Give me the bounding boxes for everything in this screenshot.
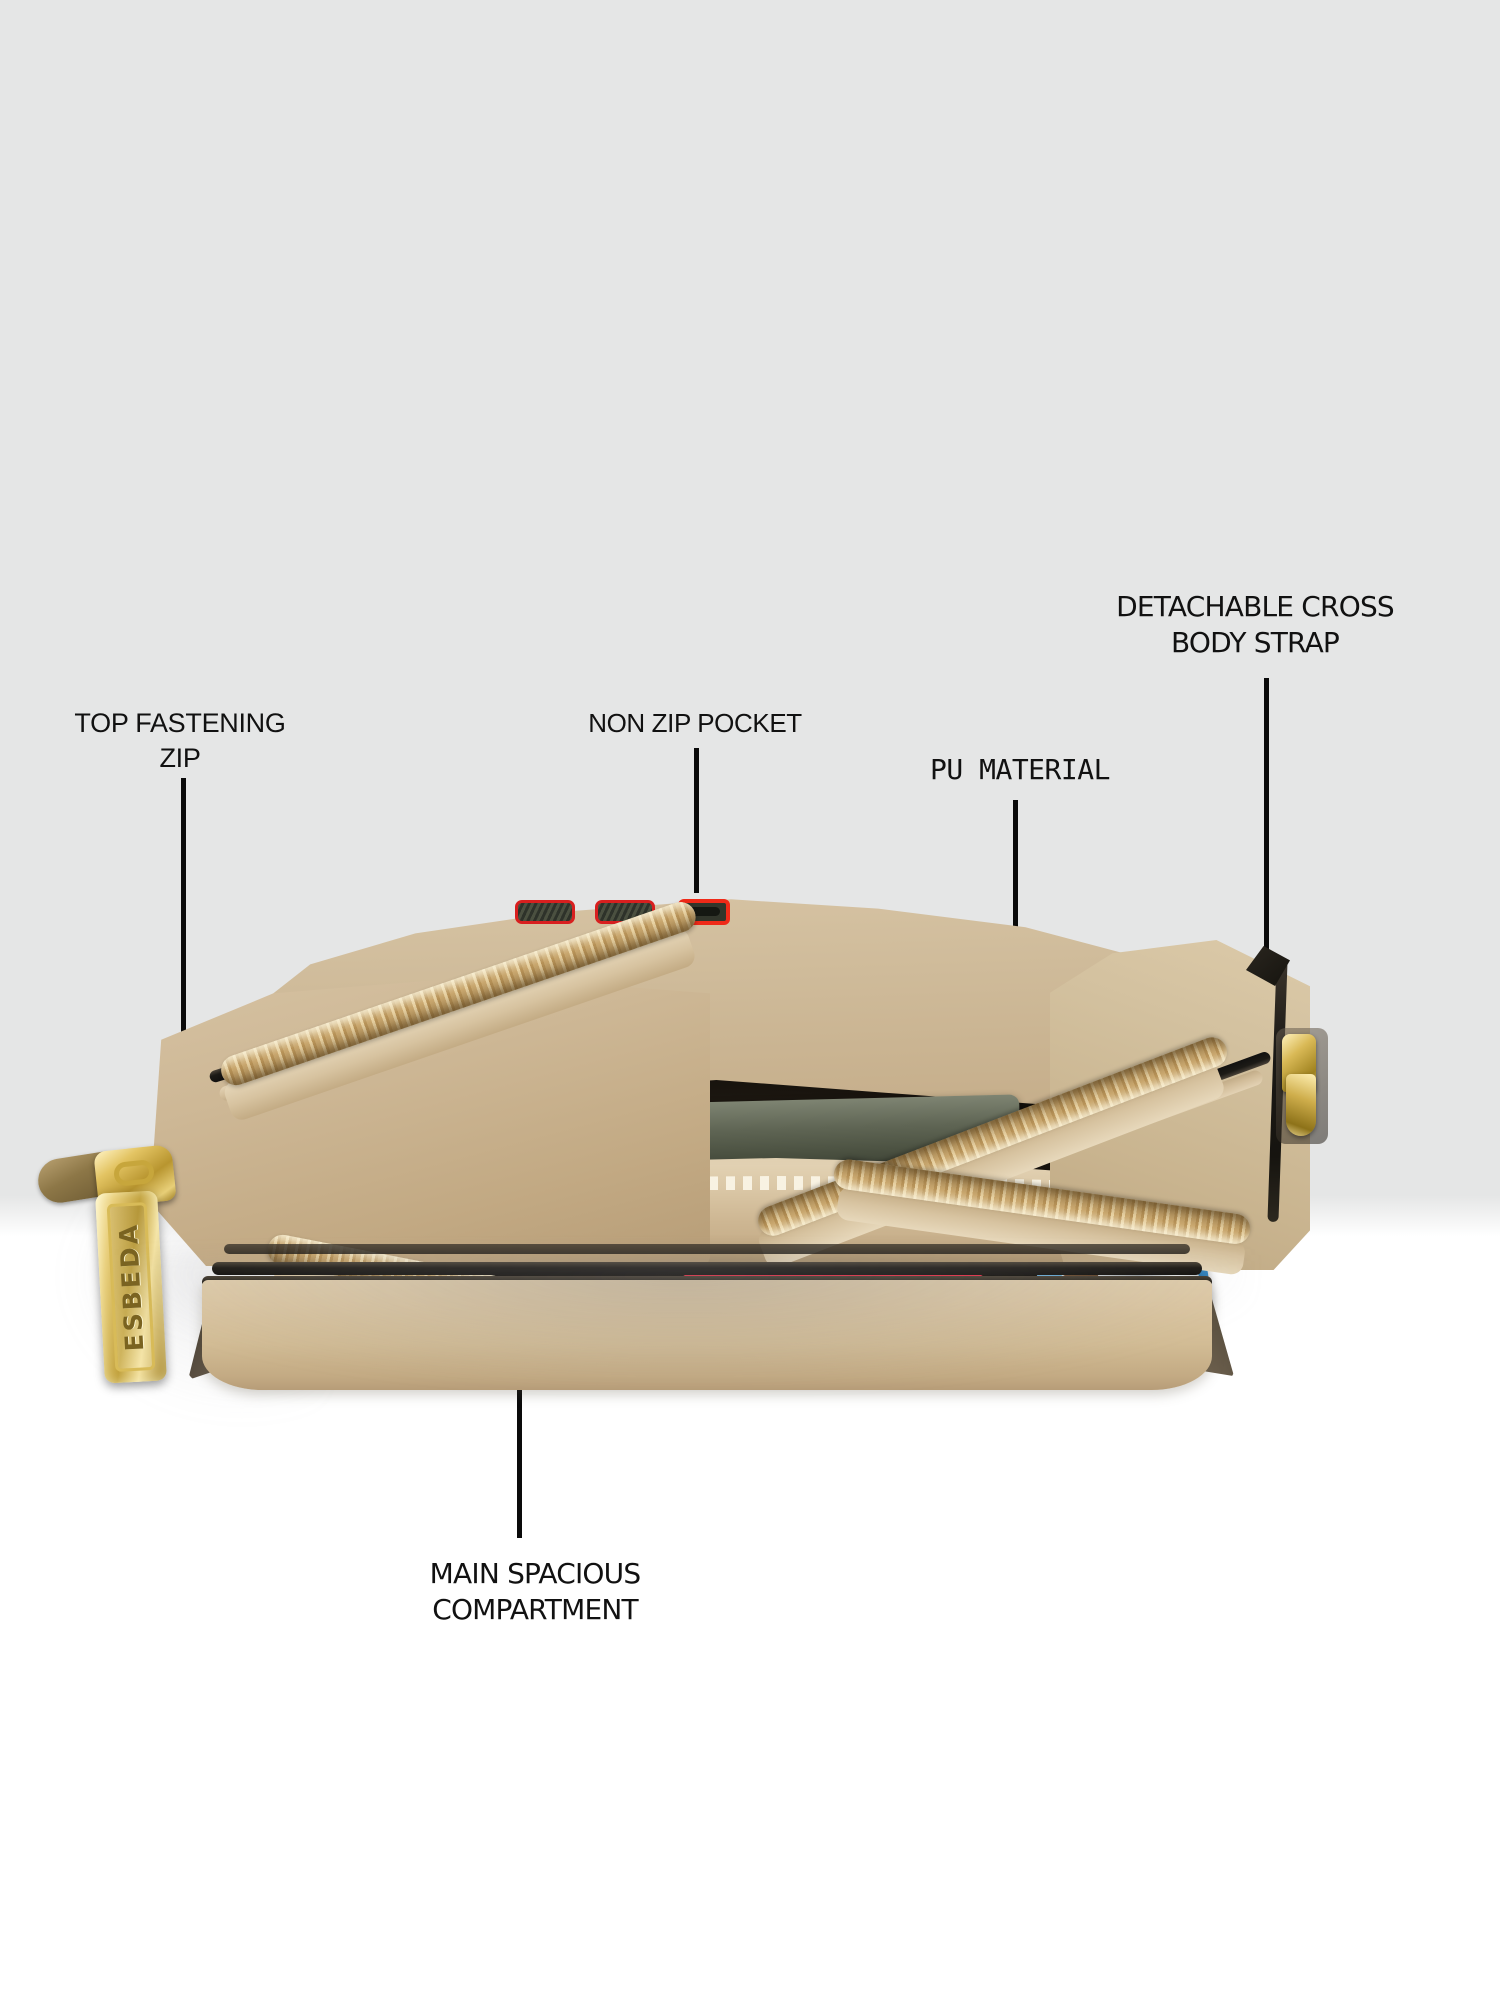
handbag-product-image: ESBEDA xyxy=(35,880,1328,1390)
lower-piping-secondary xyxy=(224,1244,1190,1254)
annotation-label-non-zip-pocket: NON ZIP POCKET xyxy=(588,708,802,738)
brand-zipper-tag: ESBEDA xyxy=(95,1190,167,1384)
leader-line-non-zip-pocket xyxy=(694,748,699,893)
brand-name-text: ESBEDA xyxy=(113,1221,149,1353)
brand-tag-frame: ESBEDA xyxy=(106,1202,156,1372)
lower-piping-primary xyxy=(212,1262,1202,1275)
zipper-pull-assembly: ESBEDA xyxy=(35,1144,218,1408)
annotation-label-detachable-cross-body-strap: DETACHABLE CROSS BODY STRAP xyxy=(1116,590,1395,660)
strap-attachment-d-ring xyxy=(1272,1028,1334,1148)
leader-line-cross-body-strap xyxy=(1264,678,1269,1090)
smartphone-usb-port-inner xyxy=(686,907,720,916)
annotation-label-main-spacious-compartment: MAIN SPACIOUS COMPARTMENT xyxy=(429,1557,641,1627)
front-flap xyxy=(202,1280,1212,1390)
leader-line-pu-material xyxy=(1013,800,1018,948)
smartphone-speaker-grille xyxy=(515,900,575,924)
annotation-label-top-fastening-zip: TOP FASTENING ZIP xyxy=(74,708,286,774)
annotation-label-pu-material: PU MATERIAL xyxy=(930,753,1110,786)
leader-line-top-fastening-zip xyxy=(181,778,186,1096)
d-ring-gold-lower xyxy=(1286,1074,1316,1136)
